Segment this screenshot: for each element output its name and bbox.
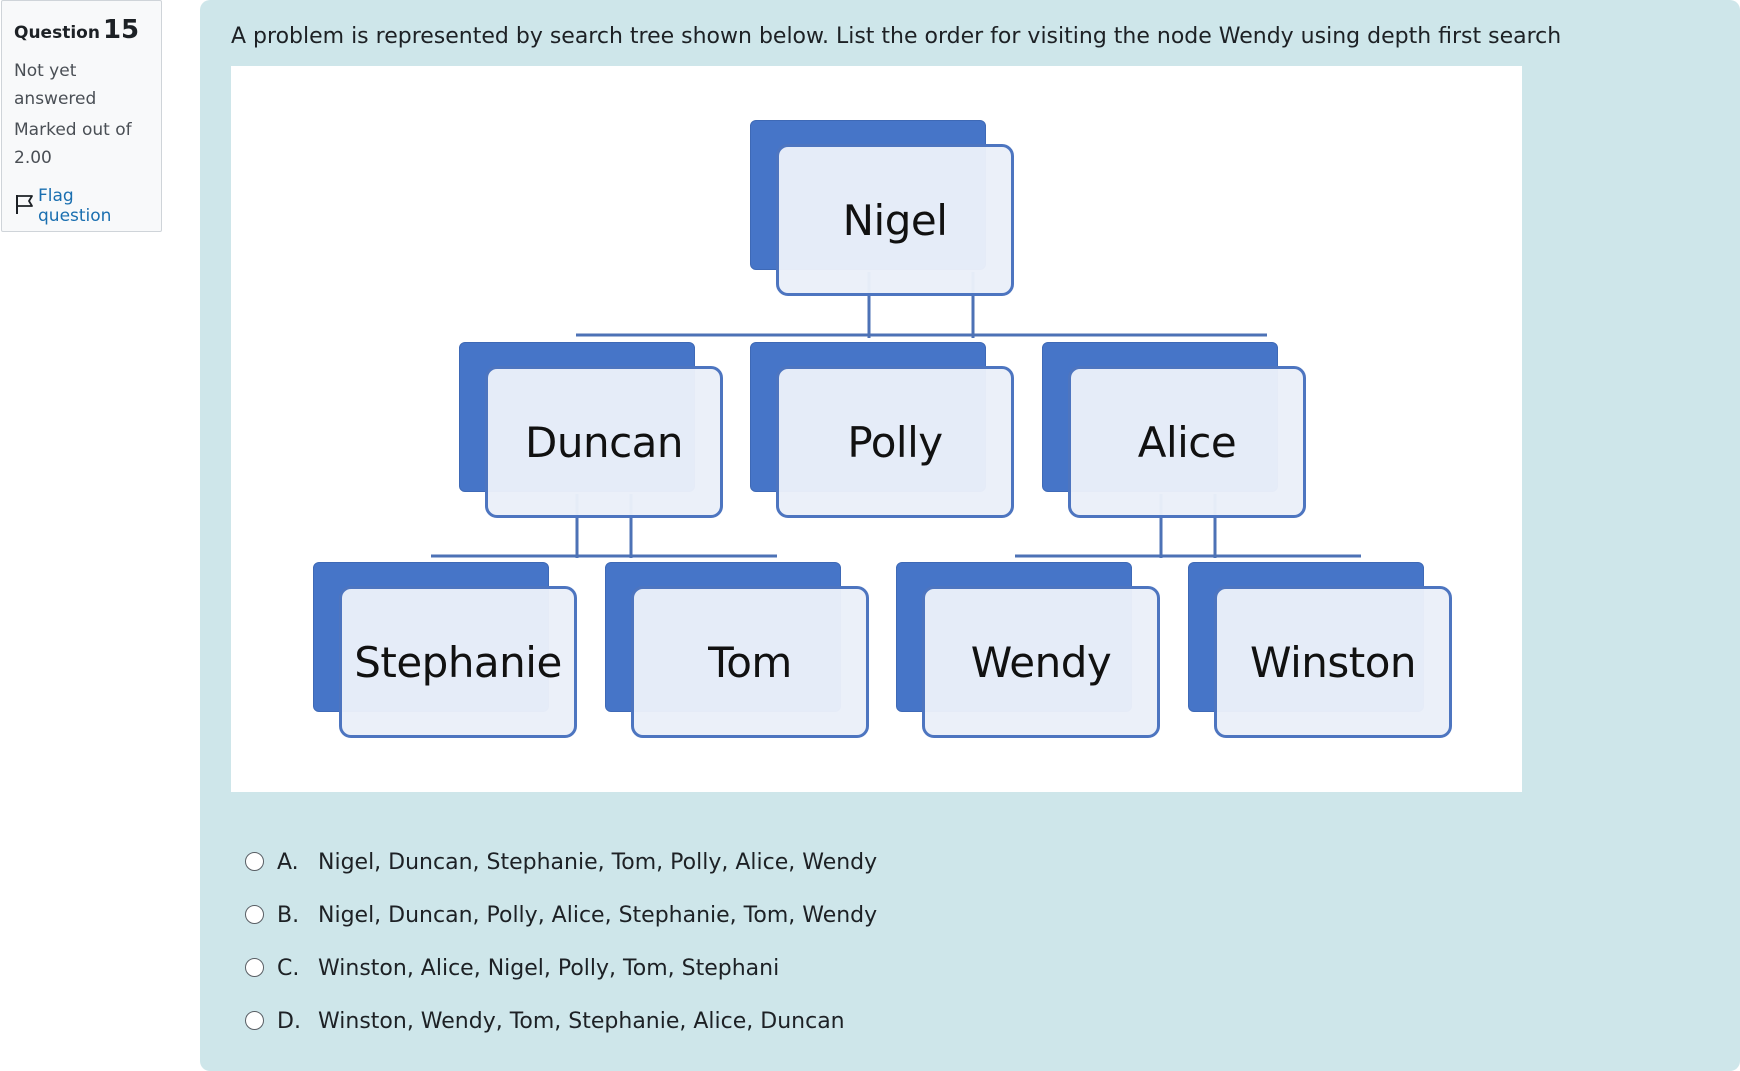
search-tree-diagram: Nigel Duncan Polly Alice Stephan [231, 66, 1522, 792]
node-box: Polly [776, 366, 1014, 518]
node-label: Wendy [970, 637, 1112, 687]
tree-node-level1: Alice [1042, 342, 1306, 518]
option-text: Nigel, Duncan, Stephanie, Tom, Polly, Al… [318, 850, 878, 875]
option-letter: C. [277, 956, 300, 981]
node-box: Alice [1068, 366, 1306, 518]
tree-node-level1: Duncan [459, 342, 723, 518]
node-box: Winston [1214, 586, 1452, 738]
flag-question-label: Flag question [38, 186, 112, 226]
radio-button[interactable] [245, 958, 264, 977]
question-state: Not yet answered [14, 61, 97, 109]
node-label: Stephanie [354, 637, 562, 687]
option-text: Nigel, Duncan, Polly, Alice, Stephanie, … [318, 903, 878, 928]
answer-option-c[interactable]: C. Winston, Alice, Nigel, Polly, Tom, St… [245, 942, 877, 995]
answer-option-b[interactable]: B. Nigel, Duncan, Polly, Alice, Stephani… [245, 889, 877, 942]
node-label: Duncan [524, 417, 684, 467]
question-prefix: Question [14, 23, 100, 43]
radio-button[interactable] [245, 905, 264, 924]
node-label: Alice [1137, 417, 1237, 467]
node-box: Tom [631, 586, 869, 738]
tree-node-level2: Tom [605, 562, 869, 738]
question-text: A problem is represented by search tree … [231, 24, 1562, 49]
radio-button[interactable] [245, 852, 264, 871]
node-label: Winston [1249, 637, 1417, 687]
node-box: Wendy [922, 586, 1160, 738]
tree-node-root: Nigel [750, 120, 1014, 296]
node-label: Tom [708, 637, 792, 687]
option-letter: B. [277, 903, 300, 928]
tree-node-level2: Wendy [896, 562, 1160, 738]
node-box: Stephanie [339, 586, 577, 738]
flag-question-link[interactable]: Flag question [14, 186, 149, 226]
option-letter: D. [277, 1009, 301, 1034]
option-text: Winston, Wendy, Tom, Stephanie, Alice, D… [318, 1009, 845, 1034]
node-label: Polly [847, 417, 943, 467]
answer-option-d[interactable]: D. Winston, Wendy, Tom, Stephanie, Alice… [245, 995, 877, 1048]
question-number: 15 [102, 15, 140, 45]
option-letter: A. [277, 850, 299, 875]
tree-node-level2: Winston [1188, 562, 1452, 738]
tree-node-level2: Stephanie [313, 562, 577, 738]
node-box: Duncan [485, 366, 723, 518]
question-grade: Marked out of 2.00 [14, 120, 132, 168]
tree-node-level1: Polly [750, 342, 1014, 518]
flag-icon [14, 193, 38, 220]
question-formulation: A problem is represented by search tree … [200, 0, 1740, 1071]
radio-button[interactable] [245, 1011, 264, 1030]
option-text: Winston, Alice, Nigel, Polly, Tom, Steph… [318, 956, 780, 981]
node-box: Nigel [776, 144, 1014, 296]
answer-option-a[interactable]: A. Nigel, Duncan, Stephanie, Tom, Polly,… [245, 836, 877, 889]
node-label: Nigel [842, 195, 948, 245]
answer-options: A. Nigel, Duncan, Stephanie, Tom, Polly,… [245, 836, 877, 1048]
